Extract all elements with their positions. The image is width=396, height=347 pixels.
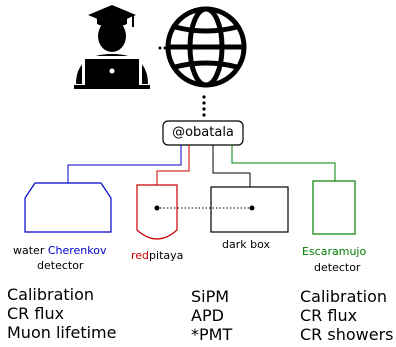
darkbox-shape	[210, 186, 289, 233]
redpitaya-port	[154, 205, 160, 211]
redpitaya-use-3: *PMT	[191, 325, 233, 344]
cherenkov-label-line2: detector	[37, 259, 84, 272]
link-to-escaramujo	[231, 145, 336, 181]
hub-label: @obatala	[172, 125, 234, 140]
redpitaya-shape	[136, 184, 178, 240]
cherenkov-use-3: Muon lifetime	[7, 323, 117, 342]
darkbox-label: dark box	[222, 238, 270, 251]
globe-to-hub-link	[202, 95, 206, 117]
link-to-darkbox	[212, 145, 251, 187]
redpitaya-use-1: SiPM	[191, 287, 230, 306]
escaramujo-label-line1: Escaramujo	[302, 245, 367, 258]
cherenkov-use-1: Calibration	[7, 285, 95, 304]
redpitaya-label-rest: pitaya	[149, 249, 184, 262]
escaramujo-use-2: CR flux	[300, 306, 358, 325]
redpitaya-label: redpitaya	[131, 249, 183, 262]
escaramujo-detector-shape	[312, 180, 356, 235]
escaramujo-use-1: Calibration	[300, 287, 388, 306]
escaramujo-use-3: CR showers	[300, 325, 394, 344]
cherenkov-label-line1: water Cherenkov	[13, 244, 107, 257]
link-to-cherenkov	[67, 145, 182, 183]
link-to-redpitaya	[156, 145, 190, 185]
redpitaya-use-2: APD	[191, 306, 224, 325]
user-with-laptop-icon	[74, 5, 150, 89]
cherenkov-detector-shape	[24, 182, 112, 233]
darkbox-port	[249, 205, 255, 211]
cherenkov-use-2: CR flux	[7, 304, 65, 323]
hub-box	[162, 120, 244, 146]
cherenkov-label-prefix: water	[13, 244, 48, 257]
cherenkov-label-highlight: Cherenkov	[47, 244, 107, 257]
redpitaya-label-highlight: red	[131, 249, 150, 262]
escaramujo-label-line2: detector	[314, 261, 361, 274]
globe-icon	[165, 6, 247, 88]
